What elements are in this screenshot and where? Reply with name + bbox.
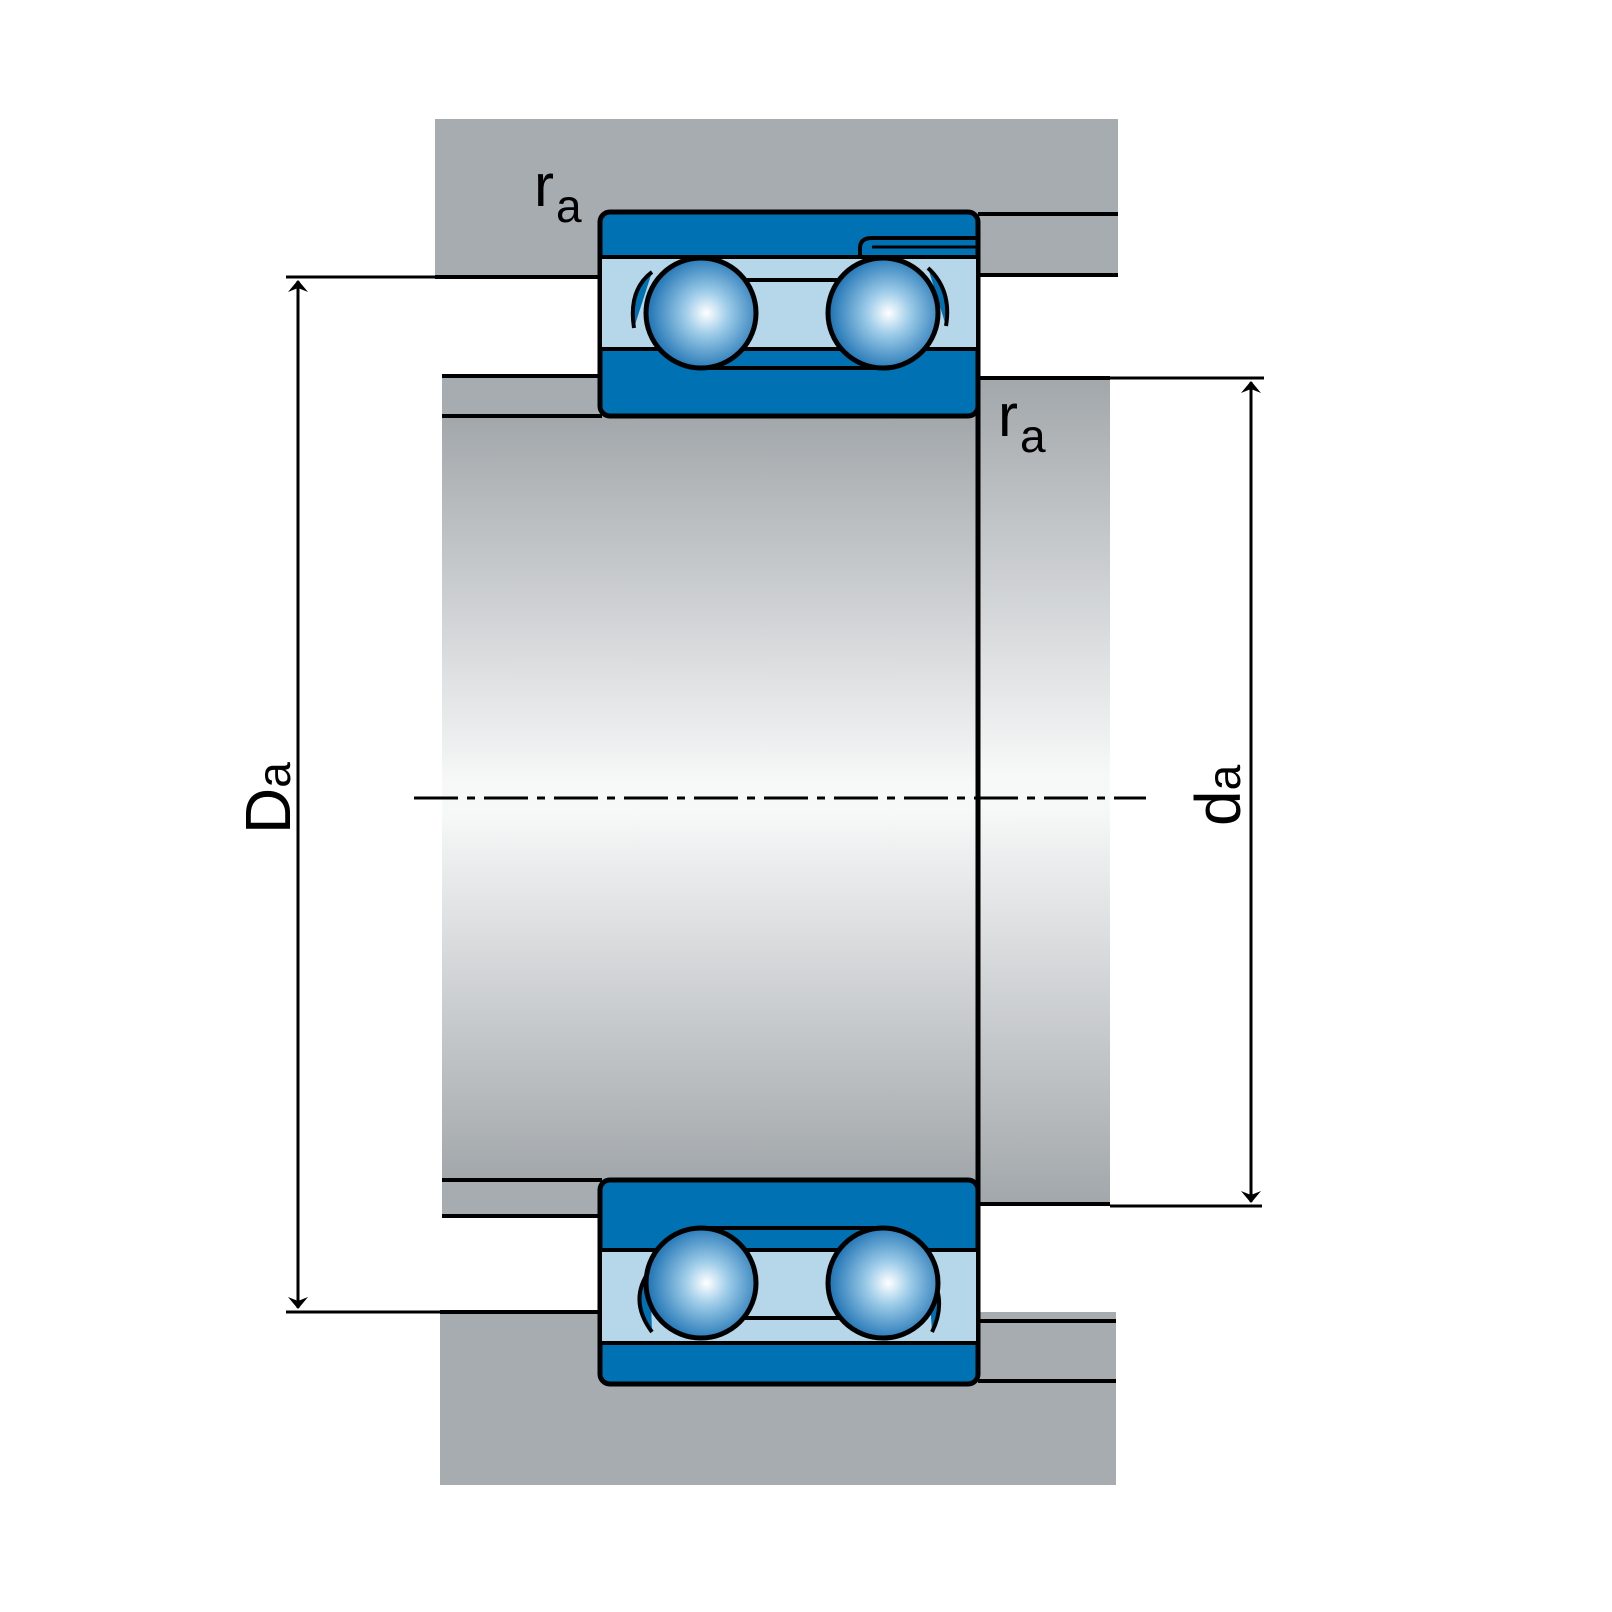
seal-lip-top [858,236,976,257]
label-Da-sub: a [248,762,300,788]
label-ra-top-main: r [534,152,554,219]
label-ra-top-sub: a [556,180,582,232]
ball-top-left [643,255,759,371]
ball-bottom-right [825,1225,941,1341]
ball-bottom-left [643,1225,759,1341]
label-da-sub: a [1198,764,1250,790]
label-da-main: d [1182,790,1254,826]
label-Da-main: D [232,788,304,834]
label-ra-right-main: r [998,382,1018,449]
ball-top-right [825,255,941,371]
shaft-shoulder-top [442,376,602,416]
shaft-step [978,378,1110,1204]
label-da: da [1182,764,1254,826]
dimension-Da: Da [232,275,440,1314]
label-ra-right-sub: a [1020,410,1046,462]
bearing-section-top [597,209,981,419]
dimension-da: da [1110,376,1264,1208]
label-ra-right: ra [998,382,1046,462]
bearing-section-bottom [597,1177,981,1387]
shaft [442,374,1110,1218]
label-ra-top: ra [534,152,582,232]
label-Da: Da [232,762,304,834]
shaft-shoulder-bottom [442,1180,602,1216]
